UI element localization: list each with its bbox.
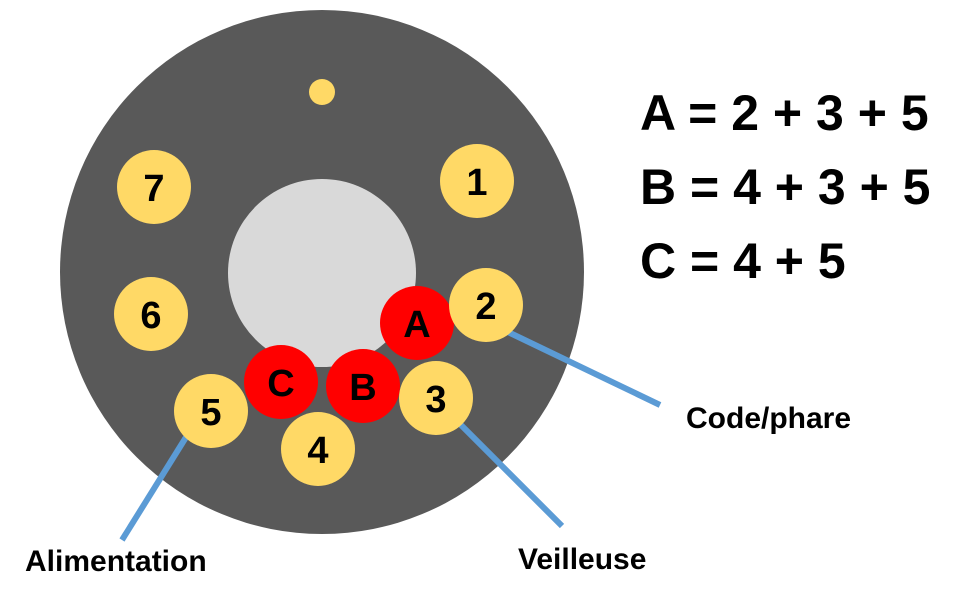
pin-3-circle — [399, 361, 473, 435]
contact-A-circle — [380, 286, 454, 360]
pin-4-circle — [281, 412, 355, 486]
pin-2-circle — [449, 268, 523, 342]
contact-C: C — [244, 345, 318, 419]
pin-4-label: 4 — [307, 430, 328, 472]
pin-2-label: 2 — [475, 286, 496, 328]
equation-b: B = 4 + 3 + 5 — [640, 159, 931, 215]
pin-7-circle — [117, 150, 191, 224]
pin-6-label: 6 — [140, 295, 161, 337]
contact-C-label: C — [267, 363, 294, 405]
pin-5: 5 — [174, 374, 248, 448]
pin-3-label: 3 — [425, 379, 446, 421]
veilleuse-label: Veilleuse — [518, 543, 646, 576]
pin-3: 3 — [399, 361, 473, 435]
pin-2: 2 — [449, 268, 523, 342]
contact-A: A — [380, 286, 454, 360]
alimentation-label: Alimentation — [25, 545, 207, 578]
contact-B: B — [326, 349, 400, 423]
connector-center — [228, 179, 416, 367]
key-dot — [309, 79, 335, 105]
equations-list: A = 2 + 3 + 5 B = 4 + 3 + 5 C = 4 + 5 — [640, 76, 930, 298]
pin-1-circle — [440, 144, 514, 218]
contact-B-circle — [326, 349, 400, 423]
pin-6: 6 — [114, 277, 188, 351]
contact-A-label: A — [403, 304, 430, 346]
pin-5-label: 5 — [200, 392, 221, 434]
veilleuse-leader-line — [455, 419, 565, 529]
pin-1: 1 — [440, 144, 514, 218]
code-phare-label: Code/phare — [686, 402, 851, 435]
alimentation-leader-line — [119, 432, 191, 542]
pin-7-label: 7 — [143, 168, 164, 210]
pin-4: 4 — [281, 412, 355, 486]
code-phare-leader-line — [506, 329, 662, 408]
pin-1-label: 1 — [466, 162, 487, 204]
pin-5-circle — [174, 374, 248, 448]
contact-C-circle — [244, 345, 318, 419]
equation-a: A = 2 + 3 + 5 — [640, 85, 929, 141]
equation-c: C = 4 + 5 — [640, 233, 846, 289]
contact-B-label: B — [349, 367, 376, 409]
pin-6-circle — [114, 277, 188, 351]
pin-7: 7 — [117, 150, 191, 224]
